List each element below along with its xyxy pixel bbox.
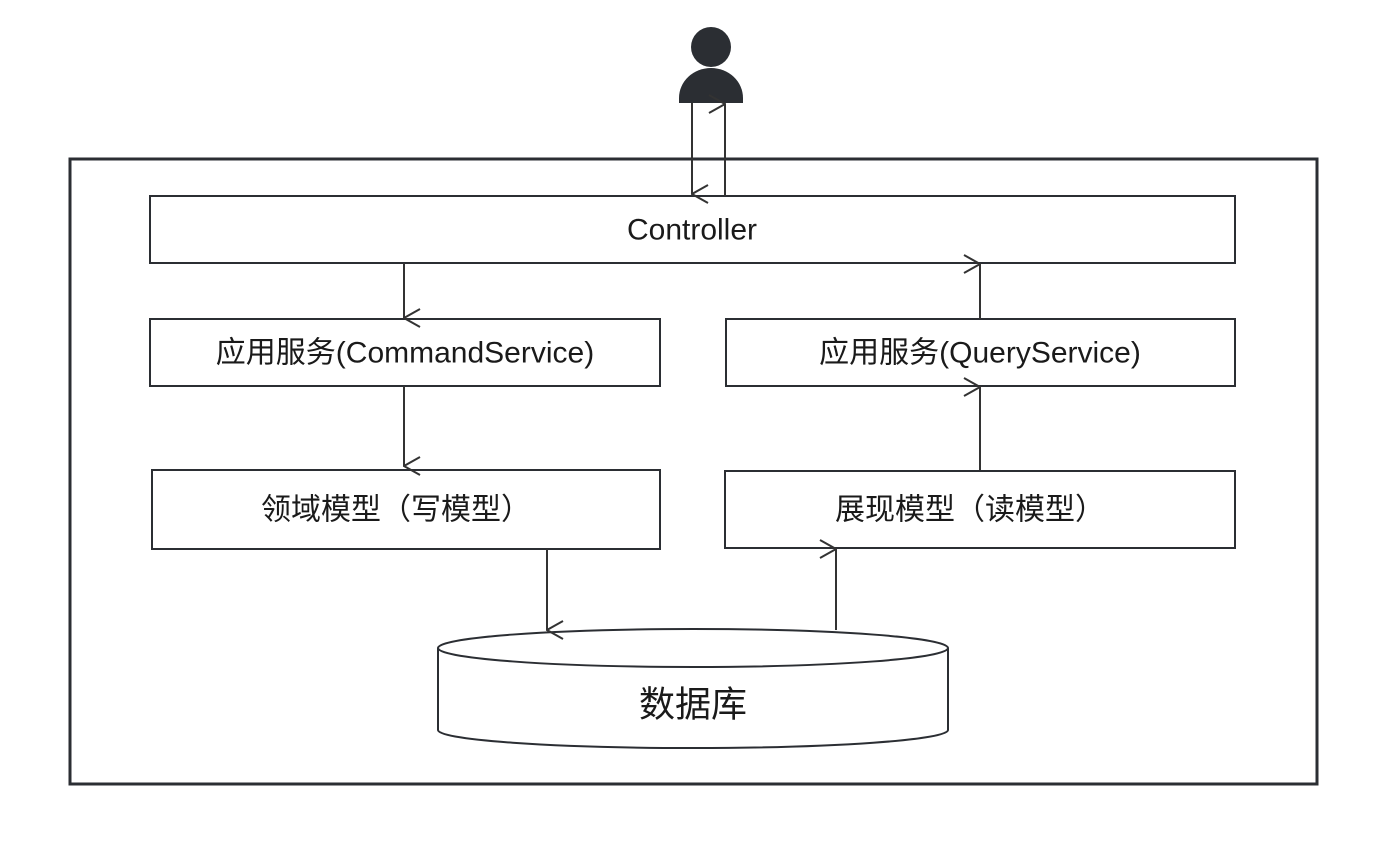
command-service-label: 应用服务(CommandService) <box>216 337 594 370</box>
controller-label: Controller <box>627 214 757 247</box>
write-model-label: 领域模型（写模型） <box>261 494 531 527</box>
query-service-label: 应用服务(QueryService) <box>819 337 1141 370</box>
command-service-node: 应用服务(CommandService) <box>149 318 661 387</box>
query-service-node: 应用服务(QueryService) <box>725 318 1236 387</box>
database-node: 数据库 <box>437 628 949 749</box>
person-icon <box>679 27 743 103</box>
write-model-node: 领域模型（写模型） <box>151 469 661 550</box>
database-label: 数据库 <box>639 684 747 725</box>
read-model-node: 展现模型（读模型） <box>724 470 1236 549</box>
read-model-label: 展现模型（读模型） <box>835 494 1105 527</box>
controller-node: Controller <box>149 195 1236 264</box>
system-boundary <box>68 157 1319 786</box>
